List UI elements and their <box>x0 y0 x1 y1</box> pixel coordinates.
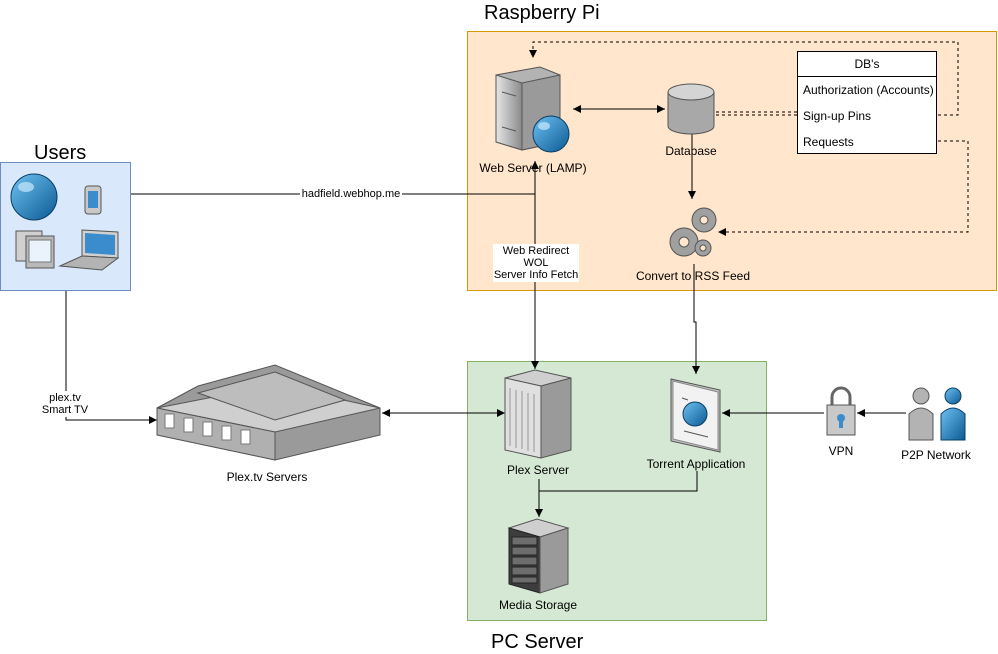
vpn-label: VPN <box>828 444 854 458</box>
torrent-application-label: Torrent Application <box>646 457 746 471</box>
desktop-computer-icon <box>15 230 55 269</box>
db-table-title: DB's <box>798 52 936 77</box>
edge-label-web-redirect-line3: Server Info Fetch <box>493 269 579 281</box>
db-row-authorization: Authorization (Accounts) <box>803 83 934 97</box>
db-table: DB's Authorization (Accounts) Sign-up Pi… <box>797 51 937 154</box>
edge-label-web-redirect: Web Redirect WOL Server Info Fetch <box>493 244 579 282</box>
phone-icon <box>84 185 102 215</box>
plex-server-icon <box>504 369 572 459</box>
media-storage-icon <box>507 518 570 594</box>
database-icon <box>667 83 715 135</box>
web-server-label: Web Server (LAMP) <box>479 161 587 175</box>
db-row-requests: Requests <box>803 135 854 149</box>
edge-users-plextv <box>65 291 157 424</box>
edge-db-authorization <box>529 41 959 116</box>
p2p-network-label: P2P Network <box>901 448 971 462</box>
gears-icon <box>669 207 717 257</box>
web-server-icon <box>495 66 570 153</box>
edge-label-smart-tv: Smart TV <box>41 404 89 416</box>
plex-server-label: Plex Server <box>506 463 570 477</box>
database-label: Database <box>665 144 717 158</box>
globe-icon <box>10 173 58 221</box>
media-storage-label: Media Storage <box>498 598 578 612</box>
convert-rss-label: Convert to RSS Feed <box>635 269 751 283</box>
edge-torrent-storage <box>539 471 698 492</box>
laptop-icon <box>58 229 120 271</box>
raspberry-pi-title: Raspberry Pi <box>484 2 600 24</box>
torrent-application-icon <box>670 378 721 453</box>
edge-requests-rss <box>718 140 969 236</box>
users-title: Users <box>34 142 87 164</box>
plex-tv-servers-label: Plex.tv Servers <box>226 470 308 484</box>
vpn-lock-icon <box>826 386 856 436</box>
edge-label-web-redirect-line1: Web Redirect <box>502 245 570 257</box>
pc-server-title: PC Server <box>491 631 584 653</box>
plex-tv-servers-icon <box>156 364 381 461</box>
edge-rss-torrent <box>692 264 700 374</box>
p2p-network-icon <box>908 387 966 441</box>
edge-label-plex-tv: plex.tv <box>49 392 81 404</box>
edge-label-hadfield: hadfield.webhop.me <box>300 188 402 200</box>
db-row-signup-pins: Sign-up Pins <box>803 109 872 123</box>
edge-label-web-redirect-line2: WOL <box>523 257 549 269</box>
edge-label-plex-smart-tv: plex.tv Smart TV <box>38 391 92 417</box>
